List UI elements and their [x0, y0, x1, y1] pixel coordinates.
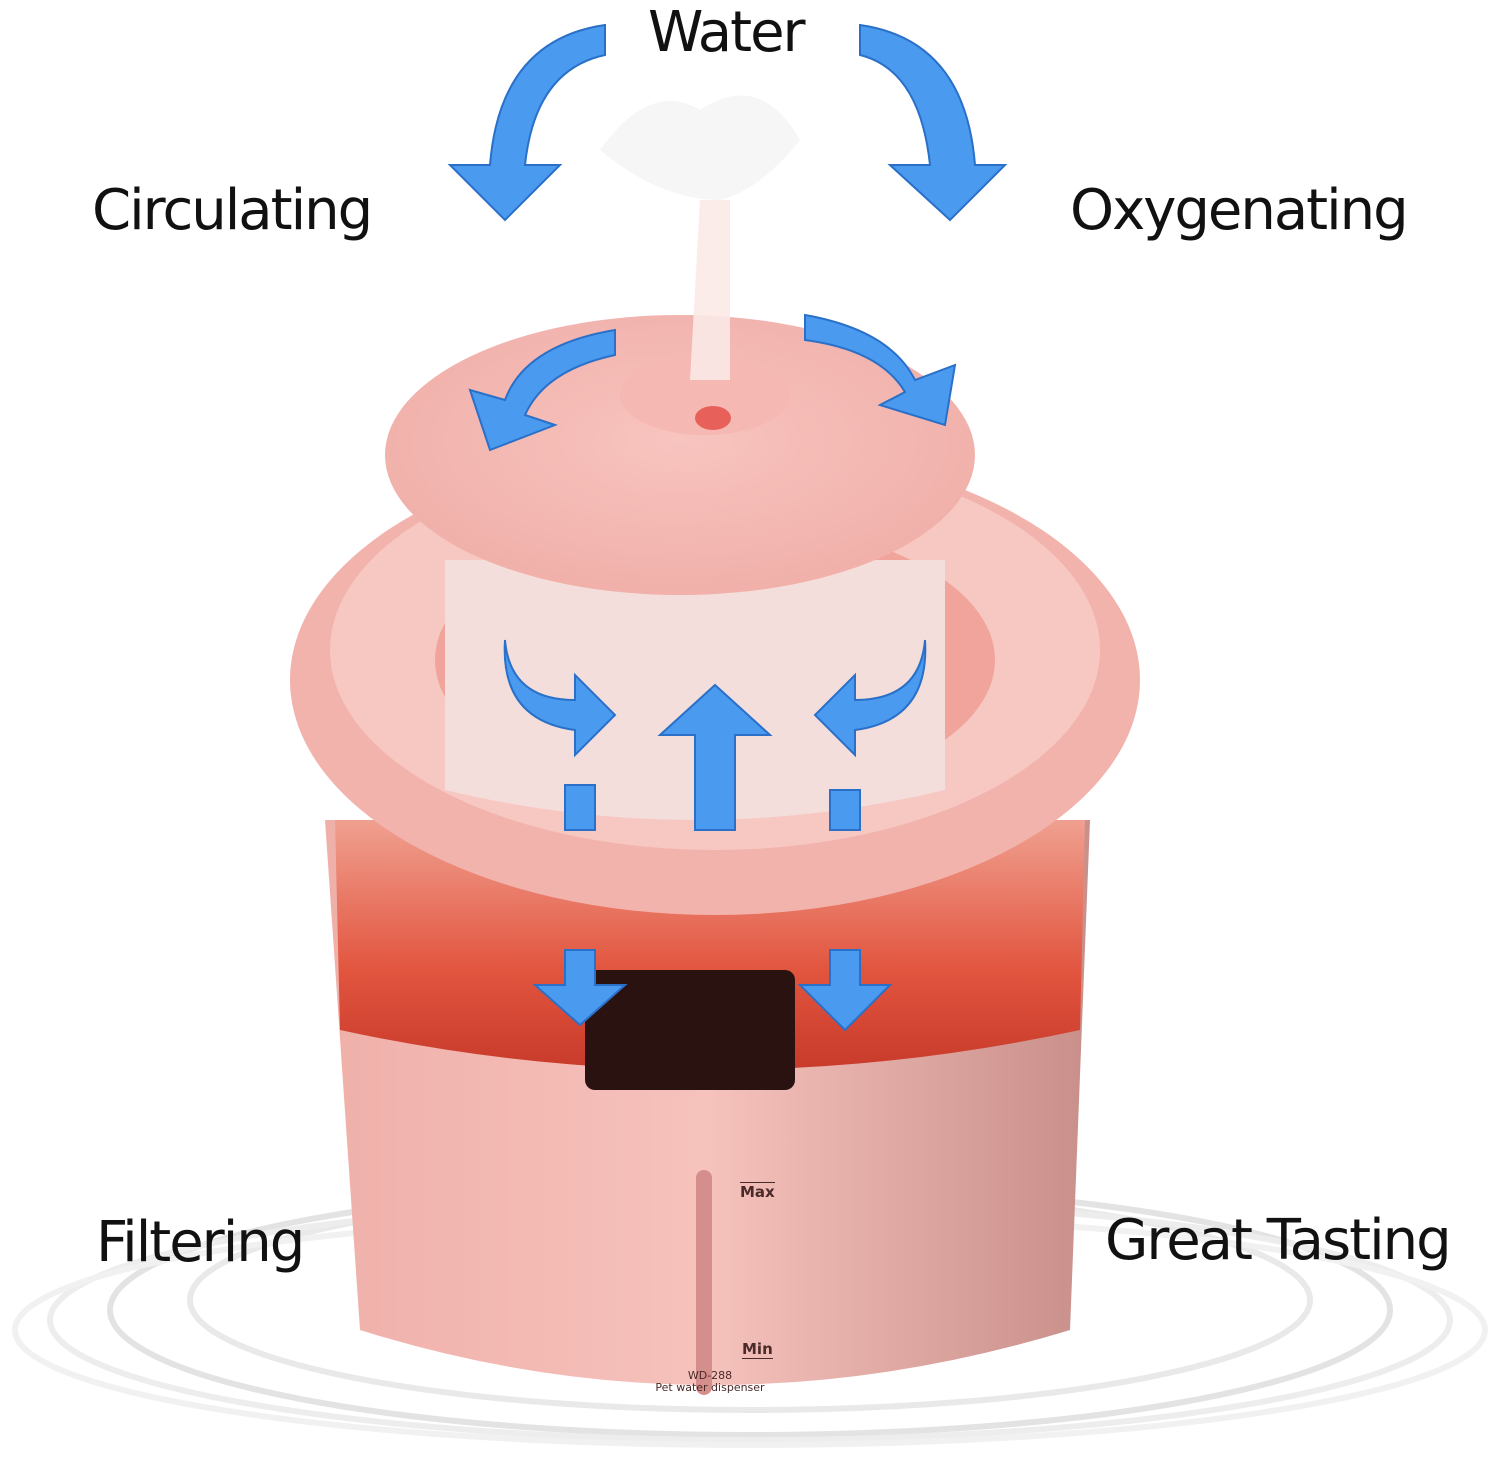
- label-filtering: Filtering: [96, 1210, 305, 1275]
- arrow-icon: [829, 789, 861, 831]
- label-oxygenating: Oxygenating: [1070, 178, 1409, 243]
- product-label: WD-288 Pet water dispenser: [640, 1370, 780, 1394]
- product-description: Pet water dispenser: [655, 1381, 765, 1394]
- arrow-icon: [804, 313, 957, 427]
- label-great-tasting: Great Tasting: [1105, 1208, 1452, 1273]
- arrow-icon: [503, 639, 617, 758]
- max-mark: Max: [740, 1182, 775, 1201]
- pump: [585, 970, 795, 1090]
- arrow-icon: [813, 639, 927, 758]
- arrow-icon: [447, 23, 606, 222]
- label-water: Water: [648, 0, 806, 65]
- water-level-window: [696, 1170, 712, 1395]
- arrow-icon: [468, 328, 616, 452]
- arrow-icon: [657, 683, 773, 831]
- arrow-icon: [797, 949, 893, 1032]
- arrow-icon: [564, 784, 596, 831]
- min-mark: Min: [742, 1340, 773, 1359]
- model-number: WD-288: [687, 1369, 733, 1382]
- label-circulating: Circulating: [92, 178, 373, 243]
- spout: [690, 200, 730, 380]
- arrow-icon: [532, 949, 628, 1027]
- arrow-icon: [859, 23, 1008, 222]
- water-outlet: [695, 406, 731, 430]
- filter-sponge: [445, 560, 945, 820]
- flow-arrows: [447, 23, 1008, 1032]
